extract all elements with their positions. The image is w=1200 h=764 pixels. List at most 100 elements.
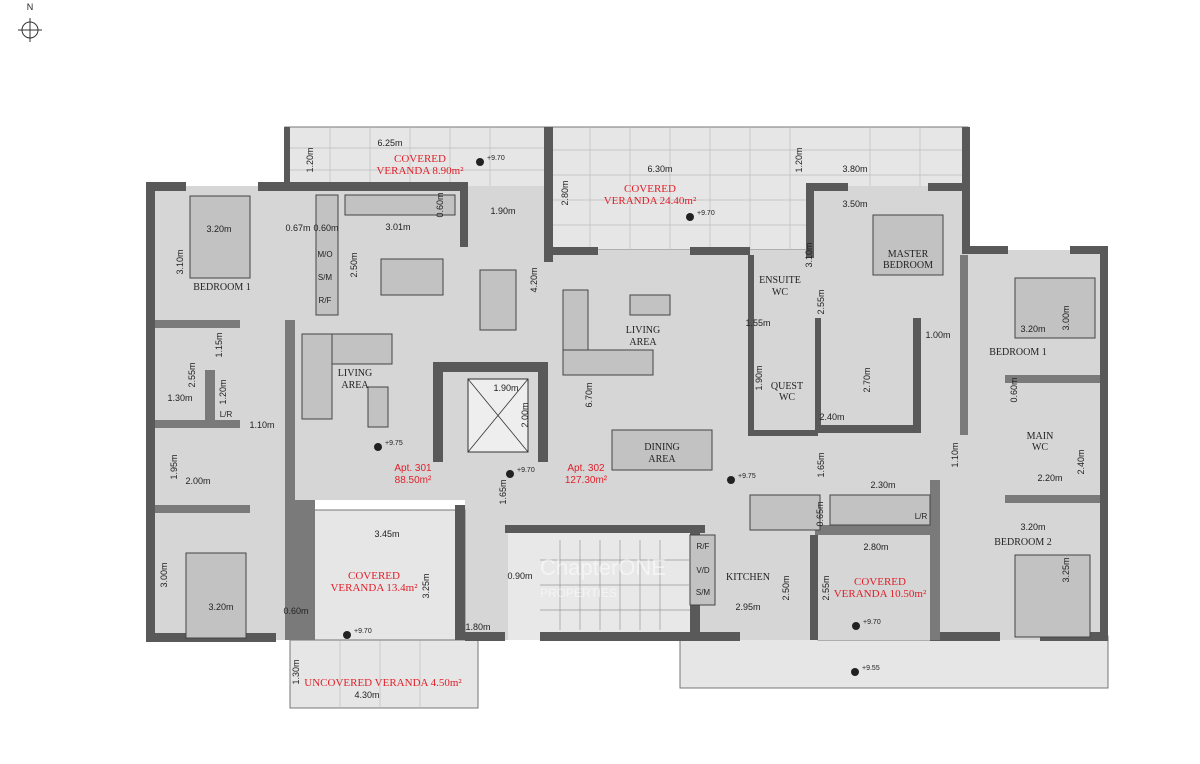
room-label: DINING (644, 442, 680, 453)
room-label: AREA (648, 454, 676, 465)
veranda-label: UNCOVERED VERANDA 4.50m² (304, 677, 462, 689)
dimension-label: 3.25m (1061, 557, 1071, 582)
appliance-label: S/M (318, 273, 333, 282)
north-compass-icon (18, 18, 42, 42)
veranda-label: COVERED (394, 153, 446, 165)
veranda-label: VERANDA 10.50m² (834, 588, 927, 600)
dimension-label: 2.00m (520, 402, 530, 427)
dimension-label: 2.55m (187, 362, 197, 387)
kitchen-island (380, 258, 444, 296)
dimension-label: 1.15m (214, 332, 224, 357)
sofa (301, 333, 333, 420)
veranda-label: VERANDA 13.4m² (330, 582, 418, 594)
dimension-label: 1.10m (950, 442, 960, 467)
level-label: +9.55 (862, 665, 880, 672)
dimension-label: 3.00m (159, 562, 169, 587)
room-label: LIVING (338, 368, 372, 379)
master-bed (872, 214, 944, 276)
dimension-label: 2.55m (821, 575, 831, 600)
bed (1014, 554, 1091, 638)
room-label: MASTER (888, 249, 929, 260)
dimension-label: 2.50m (781, 575, 791, 600)
appliance-label: R/F (319, 296, 332, 305)
apartment-name: Apt. 302 (567, 463, 605, 474)
dimension-label: 3.80m (842, 164, 867, 174)
lift-icon (467, 378, 529, 453)
apartment-name: Apt. 301 (394, 463, 432, 474)
room-label: BEDROOM 1 (193, 282, 251, 293)
appliance-label: V/D (696, 566, 710, 575)
dimension-label: 2.95m (735, 602, 760, 612)
svg-text:PROPERTIES: PROPERTIES (540, 586, 617, 600)
dimension-label: 1.20m (305, 147, 315, 172)
dimension-label: 1.90m (754, 365, 764, 390)
level-label: +9.75 (385, 440, 403, 447)
level-marker-icon (343, 631, 351, 639)
dimension-label: 2.50m (349, 252, 359, 277)
dimension-label: 2.55m (816, 289, 826, 314)
dimension-label: 3.10m (175, 249, 185, 274)
appliance-label: L/R (220, 410, 233, 419)
dimension-label: 3.20m (208, 602, 233, 612)
furniture (185, 194, 1096, 639)
dining-table (479, 269, 517, 331)
dimension-label: 2.20m (1037, 473, 1062, 483)
dimension-label: 1.65m (498, 479, 508, 504)
dimension-label: 3.10m (804, 242, 814, 267)
level-marker-icon (506, 470, 514, 478)
dimension-label: 1.00m (925, 330, 950, 340)
dimension-label: 3.25m (421, 573, 431, 598)
level-label: +9.70 (487, 155, 505, 162)
dimension-label: 1.80m (465, 622, 490, 632)
stairwell (508, 527, 700, 640)
kitchen-counter (315, 194, 339, 316)
room-label: ENSUITE (759, 275, 801, 286)
sofa (562, 349, 654, 376)
appliance-label: R/F (697, 542, 710, 551)
dimension-label: 1.30m (291, 659, 301, 684)
staircase (540, 540, 690, 630)
apartment-area: 127.30m² (565, 475, 608, 486)
dimension-label: 0.65m (815, 501, 825, 526)
kitchen-counter (689, 534, 716, 606)
dimension-label: 3.20m (1020, 324, 1045, 334)
dimension-label: 1.10m (249, 420, 274, 430)
dimension-label: 1.20m (218, 379, 228, 404)
dimension-label: 3.20m (206, 224, 231, 234)
level-marker-icon (727, 476, 735, 484)
veranda-label: COVERED (624, 183, 676, 195)
bed (185, 552, 247, 639)
room-label: WC (1032, 442, 1048, 453)
dimension-label: 4.20m (529, 267, 539, 292)
level-marker-icon (852, 622, 860, 630)
dimension-label: 2.00m (185, 476, 210, 486)
lower-veranda-outline (679, 635, 1109, 689)
compass-label: N (27, 2, 34, 12)
room-label: WC (772, 287, 788, 298)
level-marker-icon (374, 443, 382, 451)
bed (1014, 277, 1096, 339)
veranda-label: COVERED (348, 570, 400, 582)
dimension-label: 2.40m (819, 412, 844, 422)
dimension-label: 0.67m (285, 223, 310, 233)
appliance-label: L/R (915, 512, 928, 521)
level-marker-icon (851, 668, 859, 676)
room-label: BEDROOM 2 (994, 537, 1052, 548)
dimension-label: 4.30m (354, 690, 379, 700)
coffee-table (629, 294, 671, 316)
watermark-logo: ChapterONE PROPERTIES (540, 555, 666, 600)
level-marker-icon (476, 158, 484, 166)
room-label: AREA (629, 337, 657, 348)
dimension-label: 0.60m (435, 192, 445, 217)
room-label: MAIN (1027, 431, 1054, 442)
kitchen-counter (344, 194, 456, 216)
dimensions: 6.25m 1.20m 1.90m 3.01m 0.60m 3.20m 3.10… (159, 138, 1086, 700)
uncovered-veranda-4-50 (289, 639, 479, 709)
appliance-label: M/O (317, 250, 332, 259)
level-label: +9.70 (863, 619, 881, 626)
veranda-label: VERANDA 8.90m² (376, 165, 464, 177)
dimension-label: 2.80m (863, 542, 888, 552)
coffee-table (367, 386, 389, 428)
dimension-label: 6.25m (377, 138, 402, 148)
